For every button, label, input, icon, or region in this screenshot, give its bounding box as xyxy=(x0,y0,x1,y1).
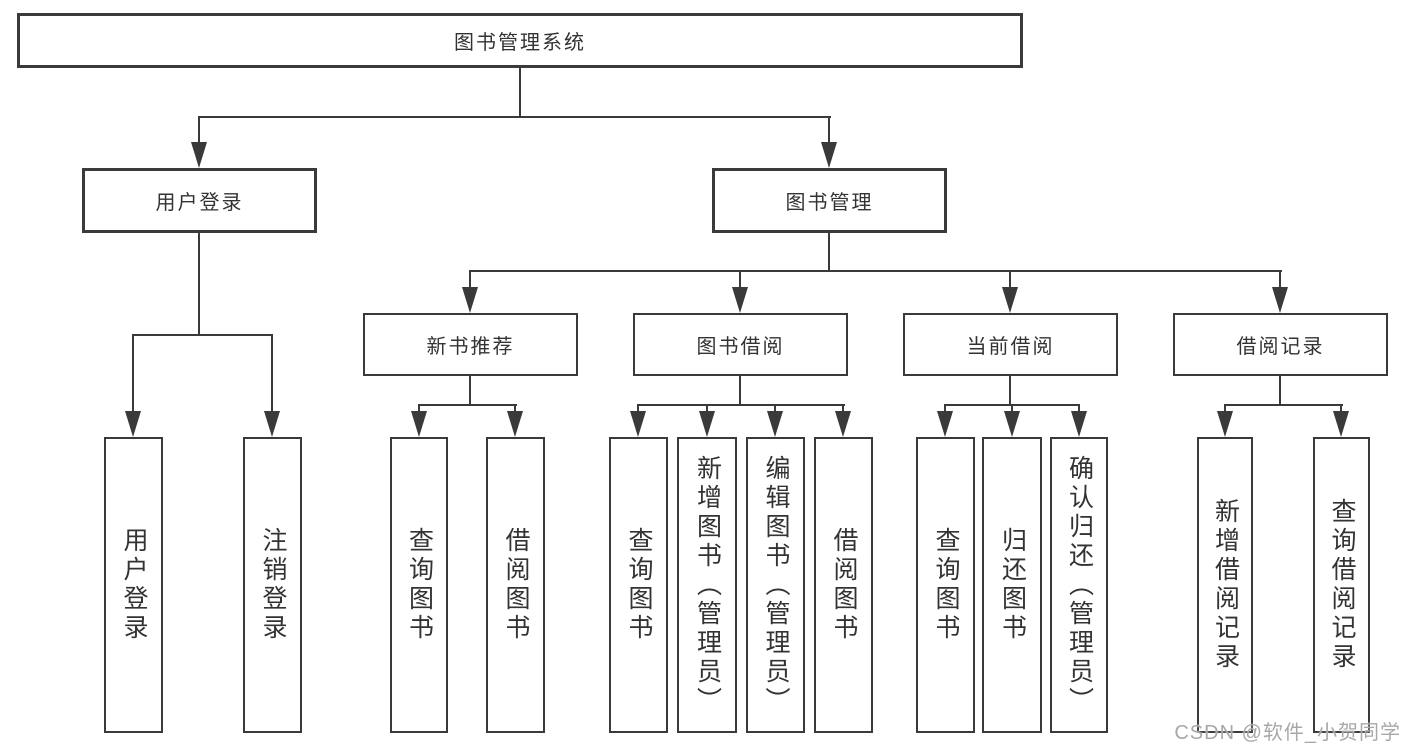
leaf-query-books-current: 查询图书 xyxy=(916,437,975,733)
node-label: 用户登录 xyxy=(155,192,244,214)
leaf-borrow-books-borrowing: 借阅图书 xyxy=(814,437,873,733)
connector-login-bar xyxy=(132,334,273,336)
connector-arrow-borrow-books-borrowing xyxy=(835,405,851,437)
connector-arrow-new-book-recommend xyxy=(462,271,478,313)
leaf-logout: 注销登录 xyxy=(243,437,302,733)
connector-recommend-bar xyxy=(418,404,517,406)
connector-root-stem xyxy=(519,68,521,117)
connector-root-bar xyxy=(198,116,831,118)
connector-records-bar xyxy=(1224,404,1343,406)
leaf-label: 借阅图书 xyxy=(502,527,530,643)
leaf-label: 查询借阅记录 xyxy=(1328,498,1356,672)
node-new-book-recommend: 新书推荐 xyxy=(363,313,578,376)
connector-mgmt-stem xyxy=(828,233,830,271)
leaf-user-login: 用户登录 xyxy=(104,437,163,733)
node-user-login: 用户登录 xyxy=(82,168,317,233)
connector-arrow-return-books xyxy=(1004,405,1020,437)
leaf-label: 编辑图书（管理员） xyxy=(762,454,790,716)
connector-recommend-stem xyxy=(469,376,471,405)
leaf-label: 归还图书 xyxy=(998,527,1027,643)
leaf-label: 注销登录 xyxy=(259,527,287,643)
leaf-edit-books-admin: 编辑图书（管理员） xyxy=(746,437,805,733)
connector-arrow-borrow-records xyxy=(1272,271,1288,313)
node-book-borrowing: 图书借阅 xyxy=(633,313,848,376)
node-borrow-records: 借阅记录 xyxy=(1173,313,1388,376)
connector-arrow-add-books-admin xyxy=(699,405,715,437)
connector-arrow-leaf-logout xyxy=(264,335,280,437)
leaf-label: 借阅图书 xyxy=(830,527,858,643)
leaf-query-borrow-record: 查询借阅记录 xyxy=(1313,437,1370,733)
node-label: 当前借阅 xyxy=(966,336,1055,358)
connector-arrow-current-borrowing xyxy=(1002,271,1018,313)
leaf-label: 用户登录 xyxy=(120,527,148,643)
node-book-management: 图书管理 xyxy=(712,168,947,233)
leaf-add-borrow-record: 新增借阅记录 xyxy=(1197,437,1253,733)
csdn-watermark: CSDN @软件_小贺同学 xyxy=(1174,722,1401,744)
connector-arrow-query-books-recommend xyxy=(411,405,427,437)
leaf-borrow-books-recommend: 借阅图书 xyxy=(486,437,545,733)
leaf-query-books-borrowing: 查询图书 xyxy=(609,437,668,733)
leaf-add-books-admin: 新增图书（管理员） xyxy=(677,437,737,733)
connector-arrow-leaf-user-login xyxy=(125,335,141,437)
connector-mgmt-bar xyxy=(469,270,1282,272)
leaf-label: 新增图书（管理员） xyxy=(693,454,722,716)
node-label: 图书借阅 xyxy=(696,336,785,358)
node-label: 借阅记录 xyxy=(1236,336,1325,358)
connector-arrow-book-borrowing xyxy=(732,271,748,313)
node-label: 图书管理 xyxy=(785,192,874,214)
connector-current-stem xyxy=(1009,376,1011,405)
connector-arrow-add-borrow-record xyxy=(1217,405,1233,437)
connector-arrow-query-borrow-record xyxy=(1333,405,1349,437)
connector-borrowing-bar xyxy=(637,404,845,406)
connector-records-stem xyxy=(1279,376,1281,405)
node-label: 新书推荐 xyxy=(426,336,515,358)
node-library-management-system: 图书管理系统 xyxy=(17,13,1023,68)
connector-arrow-borrow-books-recommend xyxy=(507,405,523,437)
leaf-query-books-recommend: 查询图书 xyxy=(390,437,448,733)
connector-arrow-book-management xyxy=(821,117,837,168)
leaf-label: 确认归还（管理员） xyxy=(1065,454,1094,716)
leaf-label: 查询图书 xyxy=(405,527,434,643)
node-label: 图书管理系统 xyxy=(454,32,586,54)
connector-arrow-query-books-borrowing xyxy=(630,405,646,437)
connector-arrow-query-books-current xyxy=(937,405,953,437)
connector-login-stem xyxy=(198,233,200,335)
node-current-borrowing: 当前借阅 xyxy=(903,313,1118,376)
leaf-label: 查询图书 xyxy=(932,527,960,643)
leaf-label: 查询图书 xyxy=(625,527,653,643)
connector-borrowing-stem xyxy=(739,376,741,405)
leaf-label: 新增借阅记录 xyxy=(1211,498,1240,672)
leaf-return-books: 归还图书 xyxy=(982,437,1042,733)
connector-arrow-confirm-return-admin xyxy=(1071,405,1087,437)
leaf-confirm-return-admin: 确认归还（管理员） xyxy=(1050,437,1108,733)
connector-arrow-edit-books-admin xyxy=(767,405,783,437)
connector-arrow-user-login xyxy=(191,117,207,168)
